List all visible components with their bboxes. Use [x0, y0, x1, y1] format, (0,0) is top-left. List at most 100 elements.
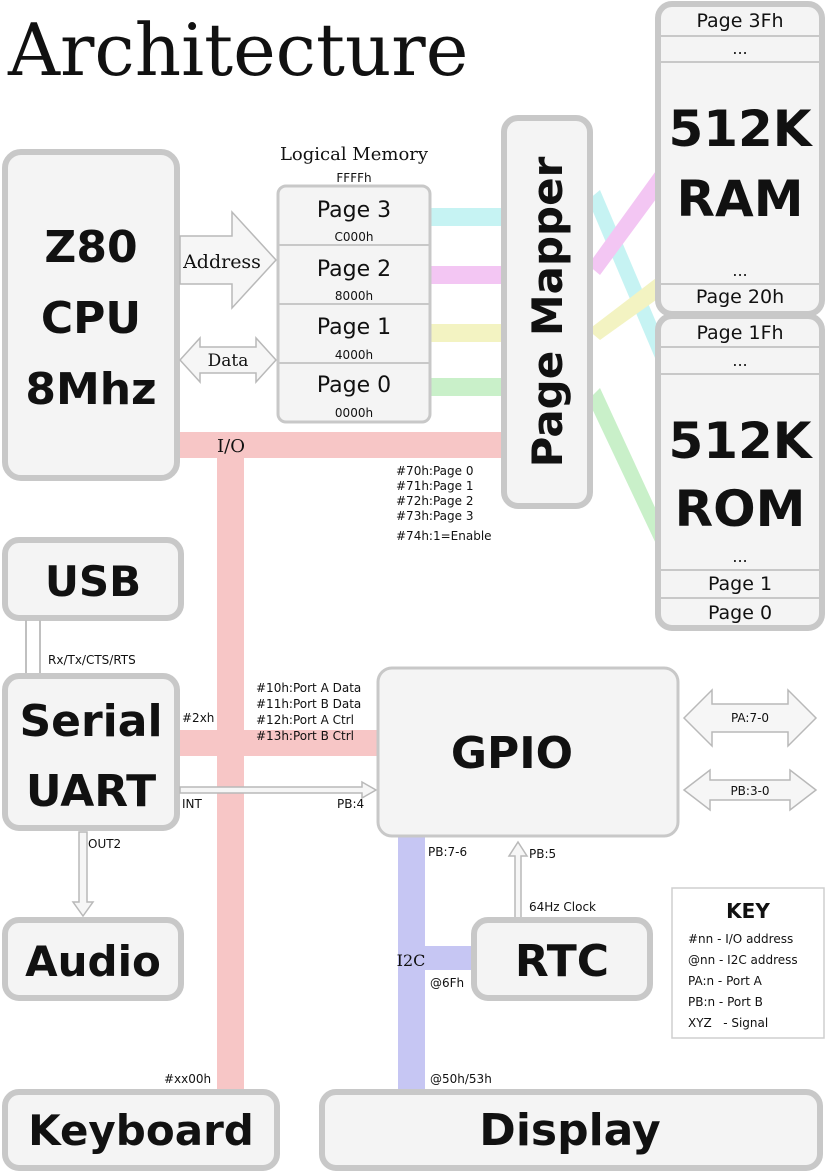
i2c-bus-label: I2C — [397, 951, 426, 970]
gpio-pb5-label: PB:5 — [529, 847, 556, 861]
int-arrow — [179, 780, 378, 800]
key-line-4: XYZ - Signal — [688, 1016, 768, 1030]
usb-signals-label: Rx/Tx/CTS/RTS — [48, 653, 136, 667]
gpio-label: GPIO — [451, 728, 573, 779]
keyboard-label: Keyboard — [28, 1106, 254, 1155]
rom-page-0: Page 0 — [708, 602, 772, 624]
rom-block: Page 1Fh ... 512K ROM ... Page 1 Page 0 — [655, 313, 825, 631]
display-box — [319, 1089, 823, 1171]
out2-arrow — [71, 831, 95, 918]
display-label: Display — [479, 1105, 660, 1156]
gpio-pb76-label: PB:7-6 — [428, 845, 467, 859]
uart-port-label: #2xh — [182, 711, 214, 725]
logical-page-1-address: 4000h — [335, 348, 373, 362]
audio-box — [2, 917, 184, 1001]
logical-page-0-address: 0000h — [335, 406, 373, 420]
key-legend: KEY #nn - I/O address @nn - I2C address … — [671, 887, 825, 1039]
ram-bottom-page: Page 20h — [696, 286, 784, 308]
page-mapper-port-2: #72h:Page 2 — [396, 494, 473, 508]
page-title: Architecture — [7, 8, 468, 92]
uart-label-line2: UART — [26, 766, 156, 817]
i2c-bus-rtc-branch — [398, 946, 476, 970]
gpio-pb4-label: PB:4 — [337, 797, 364, 811]
logical-page-0-label: Page 0 — [317, 373, 391, 398]
usb-box — [2, 537, 184, 621]
ram-label-line2: RAM — [677, 170, 804, 228]
keyboard-block: #xx00h Keyboard — [2, 1072, 280, 1171]
usb-block: USB Rx/Tx/CTS/RTS — [2, 537, 184, 676]
band-page2-right — [588, 168, 670, 275]
display-address-label: @50h/53h — [430, 1072, 492, 1086]
logical-page-3-label: Page 3 — [317, 198, 391, 223]
key-line-2: PA:n - Port A — [688, 974, 763, 988]
pa-arrow — [682, 688, 818, 748]
io-bus — [176, 432, 506, 1092]
data-label: Data — [208, 351, 249, 371]
logical-memory: Logical Memory FFFFh Page 3 C000h Page 2… — [276, 144, 432, 424]
logical-page-3-address: C000h — [335, 230, 374, 244]
rom-label-line1: 512K — [668, 412, 813, 470]
rtc-address-label: @6Fh — [430, 976, 464, 990]
band-page3-left — [430, 208, 506, 226]
rtc-clock-arrow — [507, 840, 529, 919]
pb-arrow — [682, 768, 818, 812]
band-page1-left — [430, 324, 506, 342]
key-title: KEY — [726, 899, 770, 923]
band-page3-right — [588, 190, 670, 365]
ram-top-page: Page 3Fh — [696, 10, 783, 32]
gpio-block: #10h:Port A Data #11h:Port B Data #12h:P… — [256, 666, 680, 838]
gpio-box — [376, 666, 680, 838]
audio-label: Audio — [25, 937, 161, 986]
cpu-box — [2, 149, 180, 481]
uart-box — [2, 673, 180, 831]
band-page1-right — [588, 275, 670, 340]
io-bus-vertical — [217, 432, 244, 1092]
address-arrow — [179, 210, 278, 310]
page-mapper-port-0: #70h:Page 0 — [396, 464, 473, 478]
uart-block: Serial UART #2xh INT OUT2 — [2, 673, 214, 851]
key-line-3: PB:n - Port B — [688, 995, 763, 1009]
page-mapper-port-4: #74h:1=Enable — [396, 529, 492, 543]
i2c-bus — [398, 836, 476, 1092]
ram-block: Page 3Fh ... 512K RAM ... Page 20h — [655, 1, 825, 317]
logical-memory-top-address: FFFFh — [336, 171, 371, 185]
page-mapper: Page Mapper #70h:Page 0 #71h:Page 1 #72h… — [396, 115, 593, 543]
gpio-pb-label: PB:3-0 — [730, 784, 769, 798]
key-box — [671, 887, 825, 1039]
page-mapper-port-3: #73h:Page 3 — [396, 509, 473, 523]
rom-page-1: Page 1 — [708, 573, 772, 595]
uart-out2-label: OUT2 — [88, 837, 121, 851]
usb-label: USB — [45, 557, 141, 606]
rtc-label: RTC — [515, 936, 609, 987]
mapping-bands — [430, 168, 670, 548]
rom-label-line2: ROM — [675, 480, 806, 538]
rom-dots-bottom: ... — [732, 547, 747, 566]
rom-top-page: Page 1Fh — [696, 322, 783, 344]
gpio-port-3: #13h:Port B Ctrl — [256, 729, 354, 743]
gpio-port-0: #10h:Port A Data — [256, 681, 361, 695]
uart-int-label: INT — [182, 797, 203, 811]
band-page2-left — [430, 266, 506, 284]
io-bus-label: I/O — [217, 436, 245, 457]
rtc-block: 64Hz Clock RTC @6Fh — [430, 900, 653, 1001]
keyboard-port-label: #xx00h — [164, 1072, 211, 1086]
io-bus-gpio-branch — [176, 730, 380, 756]
page-mapper-label: Page Mapper — [523, 156, 572, 467]
logical-memory-title: Logical Memory — [280, 144, 429, 165]
band-page0-left — [430, 378, 506, 396]
display-block: @50h/53h Display — [319, 1072, 823, 1171]
ram-dots-bottom: ... — [732, 261, 747, 280]
rtc-box — [471, 917, 653, 1001]
page-mapper-port-1: #71h:Page 1 — [396, 479, 473, 493]
page-mapper-box — [501, 115, 593, 509]
logical-page-2-label: Page 2 — [317, 257, 391, 282]
uart-label-line1: Serial — [19, 696, 162, 747]
logical-page-1-label: Page 1 — [317, 315, 391, 340]
gpio-pa-label: PA:7-0 — [731, 711, 769, 725]
cpu-label-line1: Z80 — [44, 222, 137, 273]
ram-dots-top: ... — [732, 39, 747, 58]
key-line-1: @nn - I2C address — [688, 953, 798, 967]
band-page0-right — [588, 388, 670, 548]
ram-label-line1: 512K — [668, 100, 813, 158]
